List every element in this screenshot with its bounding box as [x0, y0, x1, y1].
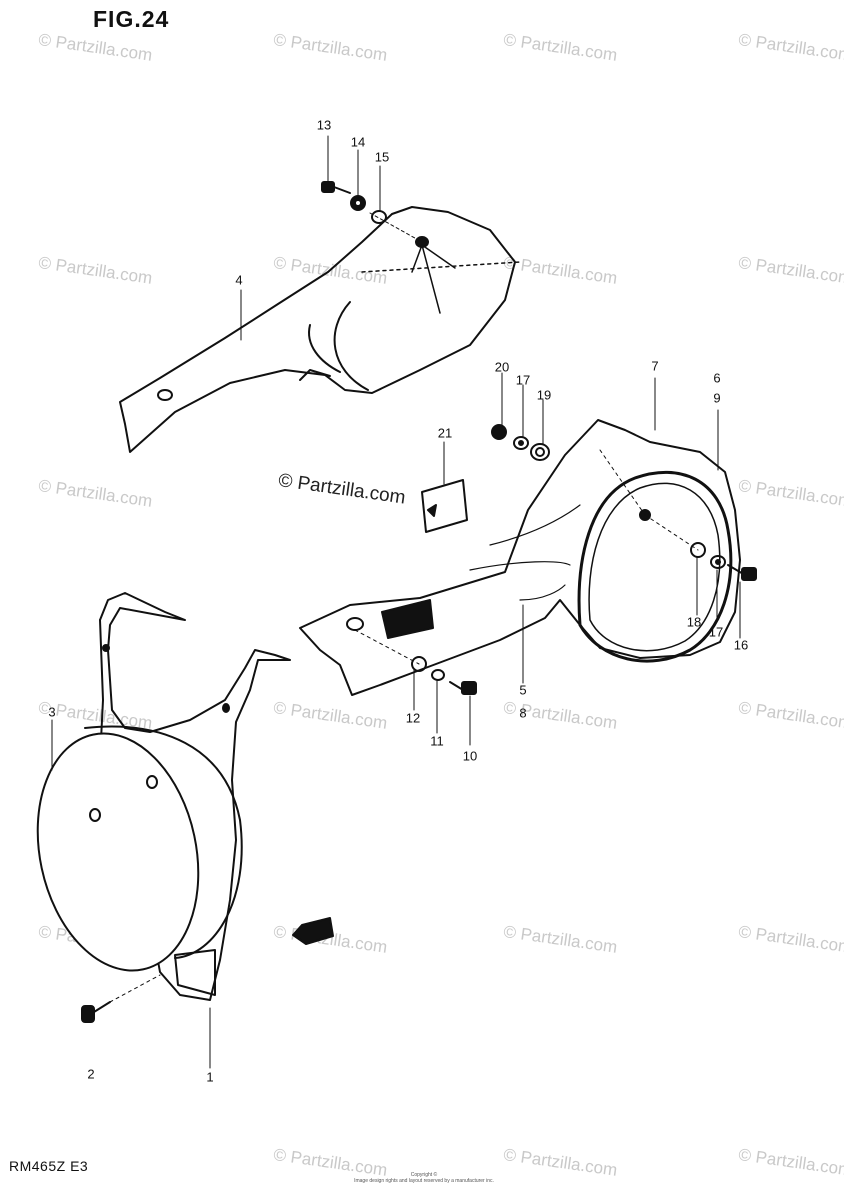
callout-4: 4 [235, 272, 243, 288]
callout-8: 8 [519, 705, 527, 721]
callout-2: 2 [87, 1066, 95, 1082]
number-plate-upper [119, 206, 521, 453]
callout-12: 12 [405, 710, 421, 726]
callout-17b: 17 [708, 624, 724, 640]
caution-label [421, 479, 468, 533]
callout-5: 5 [519, 682, 527, 698]
forward-arrow-icon [292, 917, 334, 945]
callout-6: 6 [713, 370, 721, 386]
callout-11: 11 [430, 733, 444, 749]
callout-19: 19 [536, 387, 552, 403]
figure-title: FIG.24 [93, 6, 170, 32]
fastener-group-right [644, 514, 757, 581]
number-plate-disc [36, 725, 243, 972]
model-code: RM465Z E3 [9, 1158, 89, 1174]
callout-13: 13 [316, 117, 332, 133]
leader-lines [51, 135, 741, 1069]
fastener-group-mid [491, 424, 550, 461]
screw [81, 974, 161, 1023]
callout-9: 9 [713, 390, 721, 406]
number-plate-bracket [99, 592, 291, 1001]
callout-16: 16 [733, 637, 749, 653]
callout-3: 3 [48, 704, 56, 720]
callout-10: 10 [462, 748, 478, 764]
side-cover [299, 419, 741, 696]
callout-7: 7 [651, 358, 659, 374]
copyright-line: Copyright © [410, 1172, 438, 1178]
copyright-notice: Copyright © Image design rights and layo… [354, 1172, 494, 1184]
callout-17: 17 [515, 372, 531, 388]
callout-14: 14 [350, 134, 366, 150]
callout-18: 18 [686, 614, 702, 630]
callout-1: 1 [206, 1069, 214, 1085]
callout-21: 21 [437, 425, 453, 441]
copyright-line-2: Image design rights and layout reserved … [354, 1178, 494, 1184]
fastener-group-lower [354, 629, 477, 695]
callout-20: 20 [494, 359, 510, 375]
callout-15: 15 [374, 149, 390, 165]
